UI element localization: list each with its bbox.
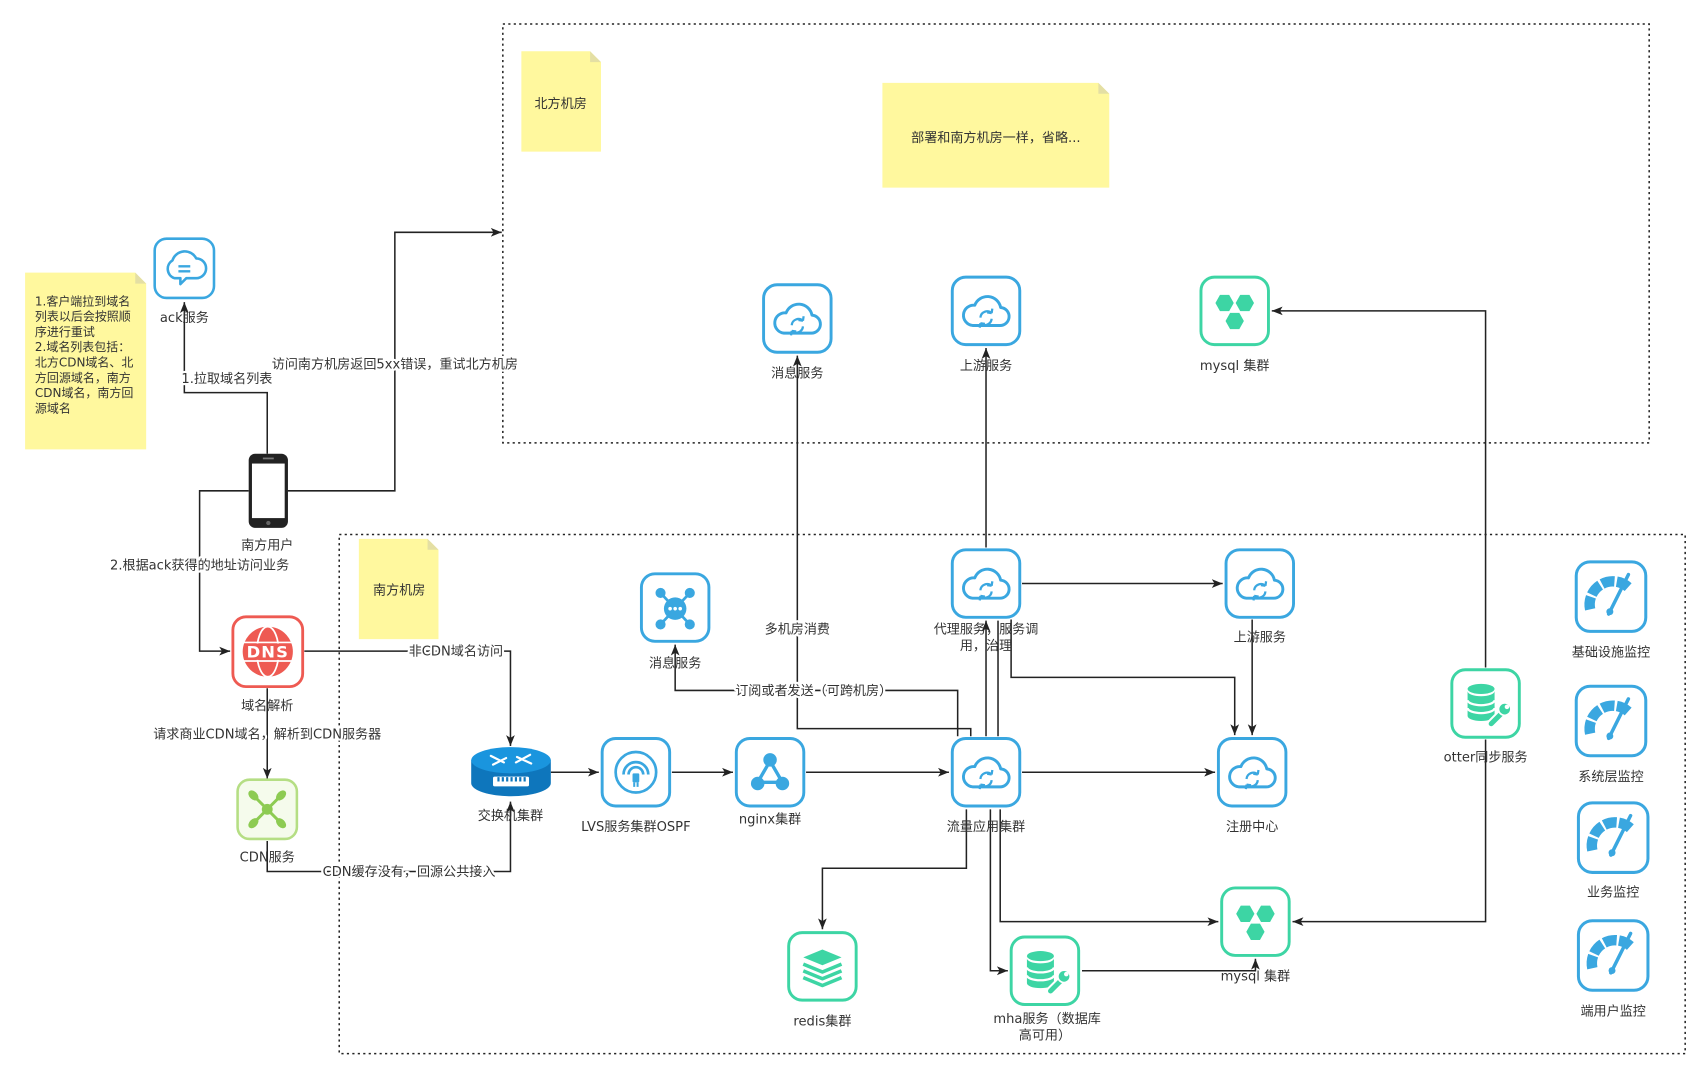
router-icon xyxy=(471,747,551,797)
lvs-cluster-icon xyxy=(600,737,672,808)
south-region-title: 南方机房 xyxy=(373,582,425,598)
north-message-service-icon xyxy=(762,283,833,354)
traffic-app-cluster-icon xyxy=(950,737,1022,808)
side-note-line: 源域名 xyxy=(35,400,71,415)
dns-icon-text: DNS xyxy=(247,643,289,662)
proxy-service-icon xyxy=(950,548,1022,619)
cdn-service-label: CDN服务 xyxy=(240,850,295,866)
south-user-label: 南方用户 xyxy=(241,537,293,554)
side-note-line: 序进行重试 xyxy=(35,324,95,339)
edge-label-multi-consume: 多机房消费 xyxy=(765,621,830,638)
business-monitor-icon xyxy=(1578,803,1648,873)
system-monitor-icon xyxy=(1576,686,1646,756)
side-note-line: 列表以后会按照顺 xyxy=(35,310,131,324)
edge-pull-domains xyxy=(179,302,268,454)
edge-non-cdn xyxy=(304,650,515,747)
mha-service-label: mha服务（数据库 xyxy=(993,1011,1101,1027)
edge-access-by-ack xyxy=(198,490,249,656)
edge-traffic-redis xyxy=(818,809,968,930)
edge-label-pull-domains: 1.拉取域名列表 xyxy=(181,371,272,387)
nginx-cluster-icon xyxy=(734,736,806,808)
north-region-boundary xyxy=(502,23,1650,444)
switch-cluster-label: 交换机集群 xyxy=(478,807,543,824)
mha-service-icon xyxy=(1011,937,1078,1004)
ack-service-icon xyxy=(153,237,216,300)
lvs-cluster-label: LVS服务集群OSPF xyxy=(581,819,690,835)
edge-otter-north-mysql xyxy=(1271,306,1487,668)
side-note-line: 方回源域名，南方 xyxy=(35,370,131,385)
edge-label-retry-north: 访问南方机房返回5xx错误，重试北方机房 xyxy=(272,357,518,373)
side-note-line: CDN域名，南方回 xyxy=(35,385,133,400)
side-note-line: 2.域名列表包括： xyxy=(35,339,130,354)
north-upstream-service-label: 上游服务 xyxy=(960,358,1012,374)
cdn-service-icon xyxy=(236,778,299,841)
infrastructure-monitor-label: 基础设施监控 xyxy=(1572,645,1650,661)
smartphone-icon xyxy=(248,453,288,528)
south-mysql-cluster-label: mysql 集群 xyxy=(1221,969,1291,985)
south-region-boundary xyxy=(338,533,1686,1055)
north-message-service-label: 消息服务 xyxy=(771,364,823,381)
south-upstream-service-label: 上游服务 xyxy=(1234,629,1286,645)
infrastructure-monitor-icon xyxy=(1576,562,1646,632)
mha-service-label: 高可用） xyxy=(1019,1026,1071,1043)
edge-multi-consume xyxy=(792,355,972,737)
registry-center-icon xyxy=(1216,737,1288,808)
south-message-service-icon xyxy=(639,572,711,643)
north-upstream-service-icon xyxy=(950,275,1022,347)
edge-label-access-by-ack: 2.根据ack获得的地址访问业务 xyxy=(110,556,289,573)
edge-label-non-cdn: 非CDN域名访问 xyxy=(409,644,503,660)
edge-otter-south-mysql xyxy=(1292,739,1487,927)
registry-center-label: 注册中心 xyxy=(1226,819,1278,835)
end-user-monitor-label: 端用户监控 xyxy=(1580,1002,1645,1019)
redis-cluster-icon xyxy=(786,930,858,1002)
edge-mha-mysql xyxy=(1082,958,1260,972)
dns-globe-icon: DNS xyxy=(231,615,305,689)
end-user-monitor-icon xyxy=(1578,921,1648,991)
proxy-service-label: 用，治理 xyxy=(960,638,1012,654)
otter-sync-service-label: otter同步服务 xyxy=(1444,749,1528,765)
north-deploy-note-text: 部署和南方机房一样，省略... xyxy=(911,130,1080,146)
proxy-service-label: 代理服务，服务调 xyxy=(934,622,1039,638)
north-mysql-cluster-label: mysql 集群 xyxy=(1200,358,1270,374)
edge-label-cdn-origin: CDN缓存没有，回源公共接入 xyxy=(323,863,496,880)
edge-proxy-registry xyxy=(1010,619,1240,736)
edge-cdn-origin xyxy=(266,801,515,873)
north-deploy-note: 部署和南方机房一样，省略... xyxy=(882,82,1110,188)
redis-cluster-label: redis集群 xyxy=(793,1013,851,1029)
north-region-title: 北方机房 xyxy=(534,96,586,112)
edge-label-cdn-request: 请求商业CDN域名，解析到CDN服务器 xyxy=(153,726,381,742)
dns-resolution-label: 域名解析 xyxy=(241,698,293,714)
south-mysql-cluster-icon xyxy=(1220,886,1291,957)
edge-retry-north xyxy=(287,227,502,492)
edge-traffic-mysql xyxy=(999,809,1219,927)
north-region-note: 北方机房 xyxy=(521,51,601,152)
north-mysql-cluster-icon xyxy=(1199,275,1270,347)
side-note-line: 北方CDN域名、北 xyxy=(35,354,133,369)
south-region-note: 南方机房 xyxy=(358,538,439,640)
otter-sync-service-icon xyxy=(1452,670,1519,737)
edge-label-subscribe: 订阅或者发送（可跨机房） xyxy=(735,683,892,699)
side-note-line: 1.客户端拉到域名 xyxy=(35,293,130,308)
edge-subscribe xyxy=(670,644,959,737)
south-message-service-label: 消息服务 xyxy=(649,655,701,672)
side-note: 1.客户端拉到域名 列表以后会按照顺 序进行重试 2.域名列表包括： 北方CDN… xyxy=(25,272,147,450)
edges xyxy=(179,227,1487,976)
ack-service-label: ack服务 xyxy=(160,310,209,326)
nginx-cluster-label: nginx集群 xyxy=(739,811,801,827)
edge-traffic-mha xyxy=(989,809,1008,976)
traffic-app-cluster-label: 流量应用集群 xyxy=(947,819,1025,835)
business-monitor-label: 业务监控 xyxy=(1587,885,1639,901)
south-upstream-service-icon xyxy=(1224,548,1296,619)
system-monitor-label: 系统层监控 xyxy=(1578,769,1643,785)
